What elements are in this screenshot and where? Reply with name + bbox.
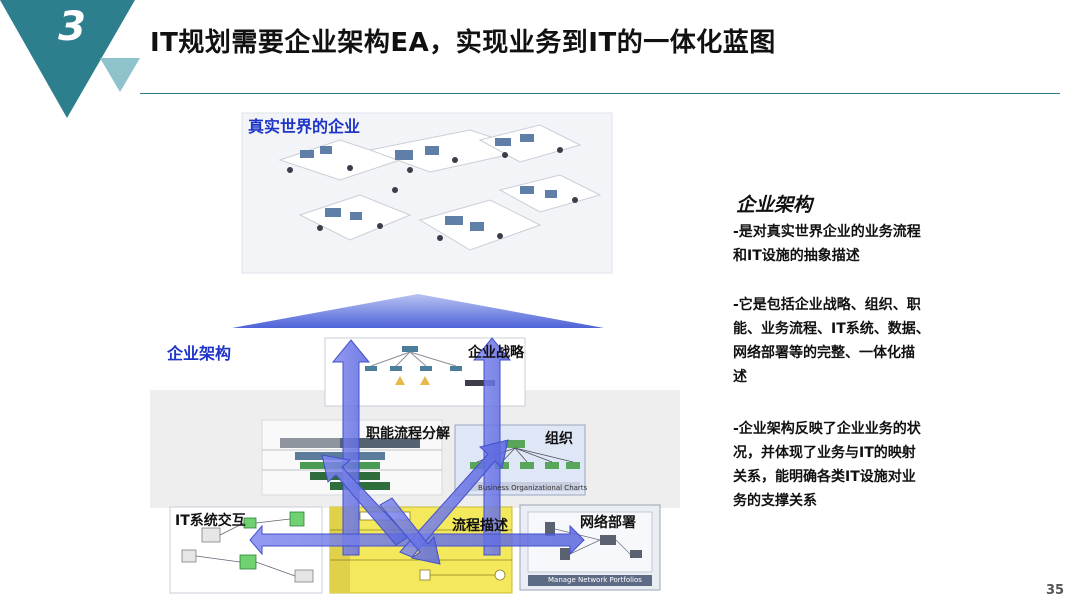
ea-label: 企业架构 <box>167 344 232 363</box>
page-number: 35 <box>1046 583 1065 598</box>
bullet-line: -是对真实世界企业的业务流程 <box>733 224 921 240</box>
bullet-line: 述 <box>733 369 747 385</box>
real-world-enterprise-image <box>241 112 613 274</box>
network-deployment-label: 网络部署 <box>580 515 636 531</box>
network-caption: Manage Network Portfolios <box>548 576 642 584</box>
panel-bullet-3: -企业架构反映了企业业务的状 况，并体现了业务与IT的映射 关系，能明确各类IT… <box>733 417 973 513</box>
section-number: 3 <box>58 4 86 50</box>
it-interaction-label: IT系统交互 <box>175 513 246 529</box>
bullet-line: -企业架构反映了企业业务的状 <box>733 421 921 437</box>
bullet-line: 和IT设施的抽象描述 <box>733 248 860 264</box>
bullet-line: -它是包括企业战略、组织、职 <box>733 297 921 313</box>
real-world-label: 真实世界的企业 <box>248 117 361 136</box>
panel-heading: 企业架构 <box>736 194 813 216</box>
mapping-arrows <box>249 337 585 565</box>
bullet-line: 况，并体现了业务与IT的映射 <box>733 445 916 461</box>
emblem-triangle-light <box>100 58 140 92</box>
process-description-label: 流程描述 <box>452 518 508 534</box>
org-chart-caption: Business Organizational Charts <box>478 484 588 492</box>
panel-bullet-2: -它是包括企业战略、组织、职 能、业务流程、IT系统、数据、 网络部署等的完整、… <box>733 293 973 389</box>
it-interaction-diagram <box>169 506 323 594</box>
section-emblem <box>0 0 140 118</box>
page-title: IT规划需要企业架构EA，实现业务到IT的一体化蓝图 <box>150 28 776 58</box>
bullet-line: 能、业务流程、IT系统、数据、 <box>733 321 930 337</box>
panel-bullet-1: -是对真实世界企业的业务流程 和IT设施的抽象描述 <box>733 220 973 268</box>
bullet-line: 务的支撑关系 <box>733 493 817 509</box>
bullet-line: 关系，能明确各类IT设施对业 <box>733 469 916 485</box>
arrow-up-left <box>331 339 371 556</box>
bullet-line: 网络部署等的完整、一体化描 <box>733 345 915 361</box>
emblem-triangle-dark <box>0 0 135 118</box>
arrow-diagonal-lower <box>379 497 441 565</box>
header-divider <box>140 93 1060 94</box>
organization-diagram <box>454 424 586 496</box>
architecture-roof-triangle <box>232 294 604 328</box>
strategy-label: 企业战略 <box>468 345 524 361</box>
function-process-label: 职能流程分解 <box>366 426 450 442</box>
organization-label: 组织 <box>545 431 573 447</box>
